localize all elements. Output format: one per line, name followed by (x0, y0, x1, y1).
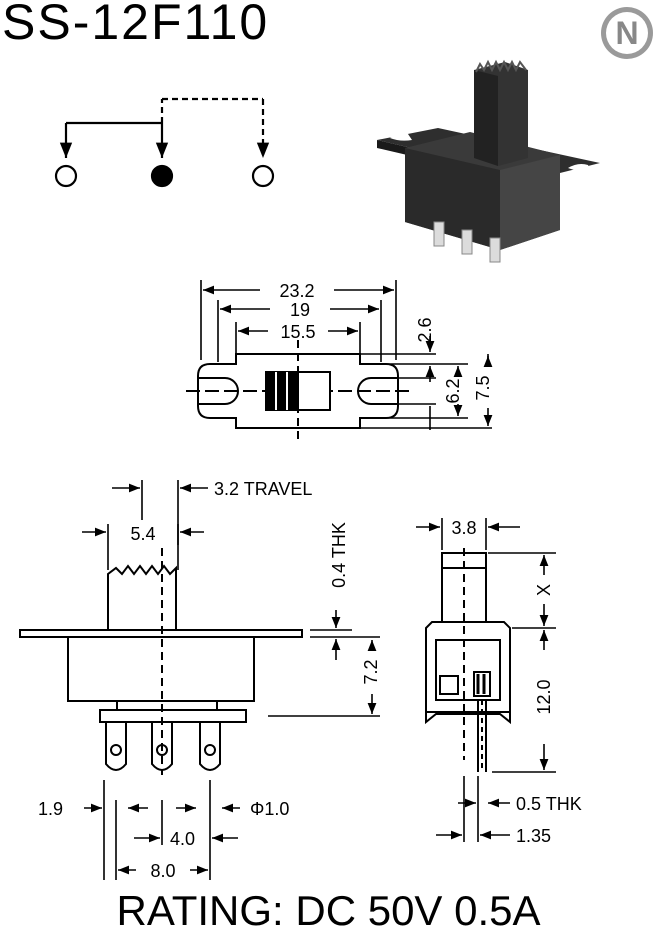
dim-body-height: 7.2 (361, 659, 381, 684)
dim-actuator-width: 5.4 (130, 524, 155, 544)
side-view (425, 548, 511, 772)
dim-overall-length: 23.2 (279, 281, 314, 301)
dim-terminal-span: 8.0 (150, 861, 175, 881)
side-view-dimensions (416, 518, 556, 842)
top-view (186, 340, 410, 440)
switch-schematic (54, 97, 275, 188)
dim-flange-thickness: 0.4 THK (329, 522, 349, 588)
dim-slot-width: 2.6 (415, 317, 435, 342)
dim-body-length: 15.5 (280, 322, 315, 342)
top-view-dimensions (200, 280, 493, 430)
dim-actuator-height: X (534, 584, 554, 596)
terminal-left (54, 164, 78, 188)
terminal-common (150, 164, 174, 188)
dim-terminal-pitch: 4.0 (170, 829, 195, 849)
model-title: SS-12F110 (2, 0, 270, 50)
manufacturer-logo: N (601, 7, 653, 59)
dim-mount-hole-pitch: 19 (290, 300, 310, 320)
switch-product-image (377, 59, 600, 263)
terminal-right (251, 164, 275, 188)
dim-flange-width: 7.5 (473, 375, 493, 400)
front-view (19, 548, 303, 775)
dim-terminal-hole: Φ1.0 (250, 799, 289, 819)
dim-terminal-edge: 1.9 (38, 799, 63, 819)
dim-terminal-offset: 1.35 (516, 826, 551, 846)
logo-letter: N (615, 15, 638, 51)
rating-label: RATING: DC 50V 0.5A (116, 887, 541, 934)
front-view-dimensions (82, 480, 380, 880)
dim-actuator-depth: 3.8 (451, 518, 476, 538)
dim-body-width: 6.2 (443, 378, 463, 403)
dim-travel: 3.2 TRAVEL (214, 479, 312, 499)
dim-overall-height: 12.0 (534, 679, 554, 714)
dim-terminal-thickness: 0.5 THK (516, 794, 582, 814)
